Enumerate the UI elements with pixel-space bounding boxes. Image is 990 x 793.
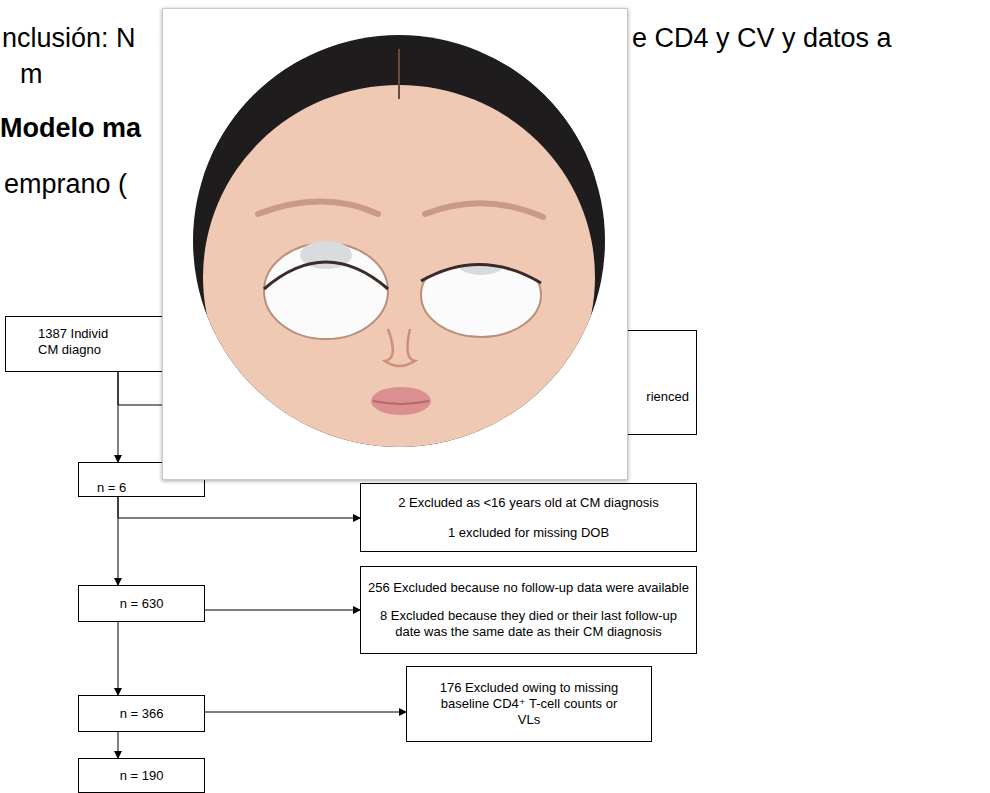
- box-content: n = 6: [97, 480, 126, 496]
- flow-arrow: [118, 497, 360, 518]
- flow-box: 1387 Individ CM diagno: [5, 316, 165, 372]
- box-text: n = 630: [120, 596, 164, 612]
- box-content: n = 366: [120, 706, 164, 722]
- slide-text: nclusión: N: [2, 22, 136, 54]
- flow-box: n = 630: [78, 585, 205, 622]
- box-text: n = 190: [120, 768, 164, 784]
- flow-box: 256 Excluded because no follow-up data w…: [360, 566, 697, 654]
- box-text: 1387 Individ CM diagno: [38, 326, 126, 358]
- box-content: 256 Excluded because no follow-up data w…: [368, 580, 690, 640]
- slide-text: emprano (: [4, 168, 127, 200]
- box-text: 8 Excluded because they died or their la…: [368, 608, 690, 640]
- box-text: 256 Excluded because no follow-up data w…: [368, 580, 690, 596]
- flow-box: n = 366: [78, 695, 205, 732]
- flow-box: n = 190: [78, 758, 205, 793]
- box-content: 2 Excluded as <16 years old at CM diagno…: [369, 495, 689, 541]
- flow-box: 2 Excluded as <16 years old at CM diagno…: [360, 483, 697, 552]
- box-text: 1 excluded for missing DOB: [369, 525, 689, 541]
- box-text: rienced: [646, 389, 689, 405]
- flow-arrow: [118, 622, 119, 695]
- box-text: 2 Excluded as <16 years old at CM diagno…: [369, 495, 689, 511]
- box-text: n = 6: [97, 480, 126, 496]
- slide-text: e CD4 y CV y datos a: [632, 22, 892, 54]
- box-content: 1387 Individ CM diagno: [38, 326, 126, 358]
- flow-arrow: [118, 732, 119, 758]
- box-text: 176 Excluded owing to missing baseline C…: [429, 680, 629, 728]
- flow-box: 176 Excluded owing to missing baseline C…: [406, 666, 652, 742]
- box-text: n = 366: [120, 706, 164, 722]
- emoji-picture: [162, 8, 628, 480]
- box-content: n = 630: [120, 596, 164, 612]
- slide-text: m: [20, 58, 43, 90]
- box-content: 176 Excluded owing to missing baseline C…: [429, 680, 629, 728]
- box-content: rienced: [646, 389, 689, 405]
- face-illustration: [163, 9, 627, 479]
- box-content: n = 190: [120, 768, 164, 784]
- slide-text: Modelo ma: [0, 112, 141, 144]
